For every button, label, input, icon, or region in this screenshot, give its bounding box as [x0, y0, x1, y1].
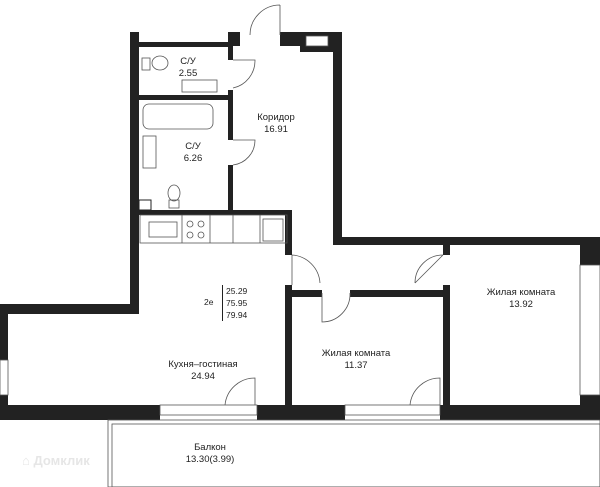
room-name: С/У: [180, 56, 196, 67]
apartment-summary: 2е 25.29 75.95 79.94: [200, 285, 252, 321]
room-balcony: Балкон 13.30(3.99): [186, 442, 235, 466]
room-area: 24.94: [191, 371, 215, 382]
room-bedroom-1: Жилая комната 11.37: [322, 348, 391, 372]
room-name: Коридор: [257, 112, 295, 123]
walls: [0, 32, 600, 420]
room-name: Жилая комната: [486, 287, 556, 298]
room-name: Кухня–гостиная: [168, 359, 238, 370]
fixtures: [0, 4, 600, 487]
apartment-type: 2е: [204, 297, 214, 307]
watermark-logo: ⌂ Домклик: [22, 453, 90, 468]
room-name: Жилая комната: [321, 348, 391, 359]
room-kitchen-living: Кухня–гостиная 24.94: [168, 359, 237, 383]
room-area: 6.26: [183, 153, 203, 164]
total-with-balcony: 79.94: [226, 310, 248, 320]
room-area: 16.91: [264, 124, 288, 135]
room-bedroom-2: Жилая комната 13.92: [487, 287, 556, 311]
room-corridor: Коридор 16.91: [257, 112, 295, 136]
room-name: Балкон: [194, 442, 226, 453]
room-area: 11.37: [344, 360, 368, 371]
room-bathroom-large: С/У 6.26: [184, 141, 203, 165]
room-area: 13.92: [509, 299, 533, 310]
room-bathroom-small: С/У 2.55: [179, 56, 198, 80]
living-area: 25.29: [226, 286, 248, 296]
room-name: С/У: [185, 141, 201, 152]
total-area: 75.95: [226, 298, 248, 308]
watermark-text: Домклик: [33, 453, 90, 468]
room-area: 2.55: [178, 68, 198, 79]
house-icon: ⌂: [22, 453, 30, 468]
room-area: 13.30(3.99): [185, 454, 235, 465]
